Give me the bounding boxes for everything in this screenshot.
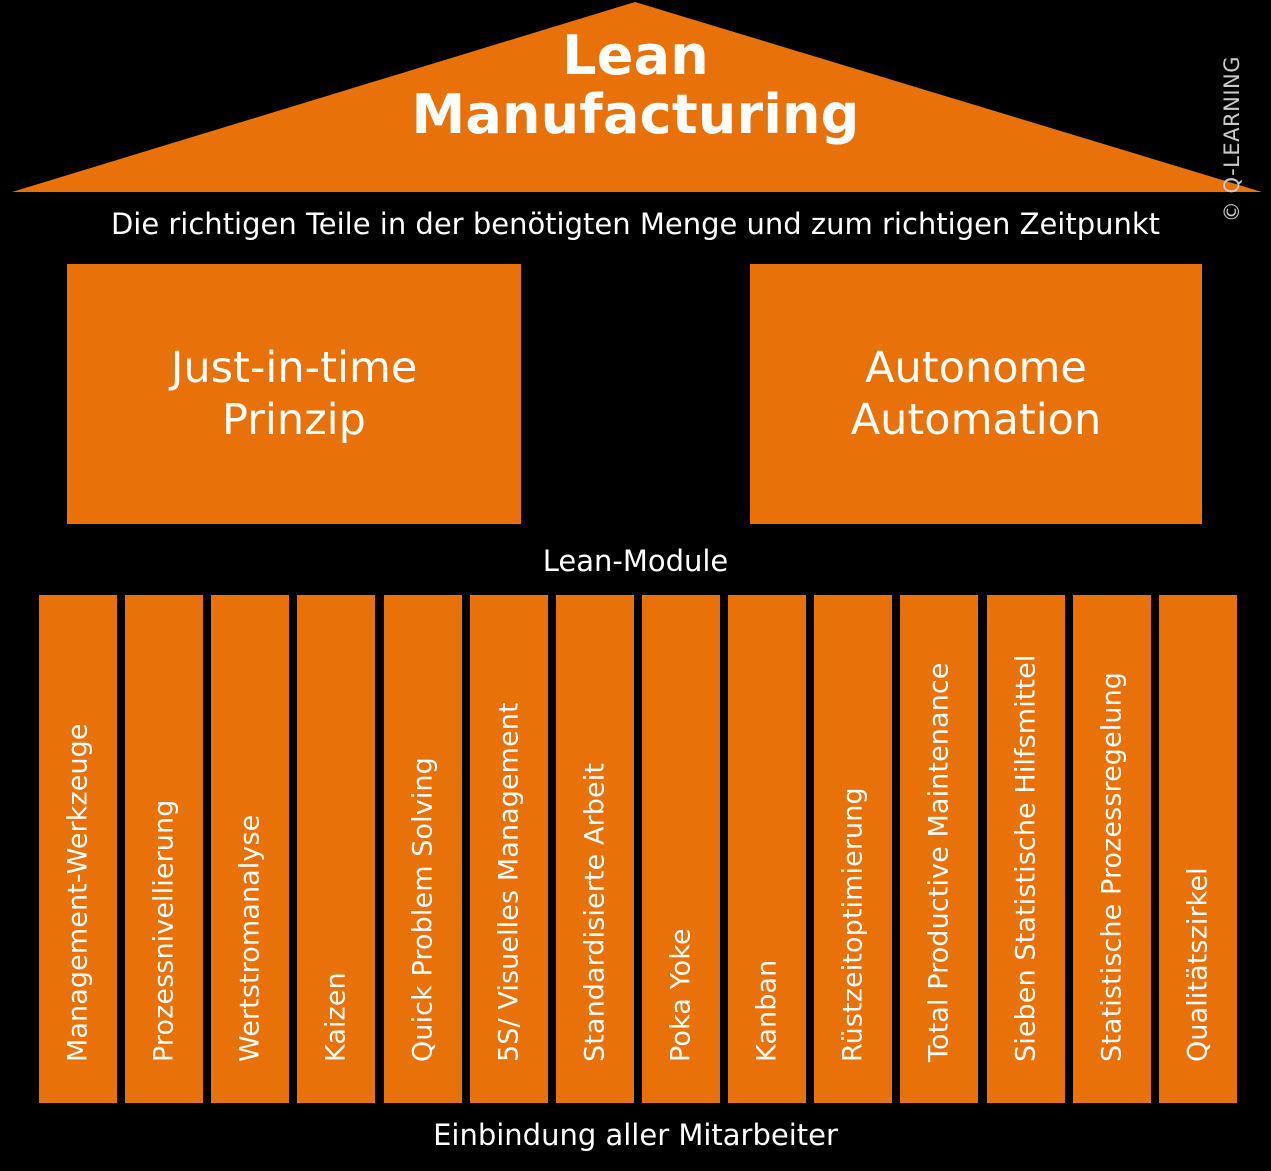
module-column[interactable]: Wertstromanalyse — [211, 595, 290, 1103]
module-column[interactable]: Standardisierte Arbeit — [555, 595, 634, 1103]
module-column-label: Standardisierte Arbeit — [579, 762, 611, 1062]
module-column-label: Wertstromanalyse — [234, 814, 266, 1062]
module-column[interactable]: Poka Yoke — [641, 595, 720, 1103]
pillar-autonome-automation[interactable]: Autonome Automation — [750, 264, 1202, 524]
module-column[interactable]: Rüstzeitoptimierung — [814, 595, 893, 1103]
module-column-label: Total Productive Maintenance — [923, 662, 955, 1062]
module-column-label: Quick Problem Solving — [407, 757, 439, 1062]
roof-triangle-icon — [12, 2, 1262, 192]
module-column-label: Kanban — [751, 959, 783, 1062]
copyright-notice: © Q-LEARNING — [1220, 56, 1244, 223]
lean-module-label: Lean-Module — [542, 544, 729, 578]
module-column-label: Qualitätszirkel — [1182, 867, 1214, 1062]
roof-section: Lean Manufacturing — [0, 0, 1271, 196]
module-columns-container: Management-Werkzeuge Prozessnivellierung W… — [39, 595, 1237, 1103]
pillar-left-label: Just-in-time Prinzip — [170, 342, 418, 445]
module-column[interactable]: Sieben Statistische Hilfsmittel — [986, 595, 1065, 1103]
module-column-label: 5S/ Visuelles Management — [493, 702, 525, 1062]
subtitle-text: Die richtigen Teile in der benötigten Me… — [110, 207, 1161, 241]
module-column-label: Sieben Statistische Hilfsmittel — [1010, 654, 1042, 1063]
module-column[interactable]: Statistische Prozessregelung — [1072, 595, 1151, 1103]
module-column-label: Management-Werkzeuge — [62, 723, 94, 1062]
module-column[interactable]: Prozessnivellierung — [125, 595, 204, 1103]
module-column[interactable]: Kaizen — [297, 595, 376, 1103]
module-column-label: Kaizen — [320, 972, 352, 1062]
module-column[interactable]: Management-Werkzeuge — [39, 595, 117, 1103]
module-column-label: Poka Yoke — [665, 928, 697, 1062]
module-column[interactable]: Quick Problem Solving — [383, 595, 462, 1103]
pillar-just-in-time[interactable]: Just-in-time Prinzip — [67, 264, 521, 524]
module-column[interactable]: 5S/ Visuelles Management — [469, 595, 548, 1103]
module-column[interactable]: Total Productive Maintenance — [900, 595, 979, 1103]
pillar-right-label: Autonome Automation — [850, 342, 1102, 445]
module-column[interactable]: Qualitätszirkel — [1158, 595, 1237, 1103]
module-column-label: Rüstzeitoptimierung — [837, 787, 869, 1062]
module-column-label: Prozessnivellierung — [148, 799, 180, 1062]
module-column-label: Statistische Prozessregelung — [1096, 671, 1128, 1062]
foundation-label: Einbindung aller Mitarbeiter — [433, 1118, 838, 1152]
module-column[interactable]: Kanban — [728, 595, 807, 1103]
